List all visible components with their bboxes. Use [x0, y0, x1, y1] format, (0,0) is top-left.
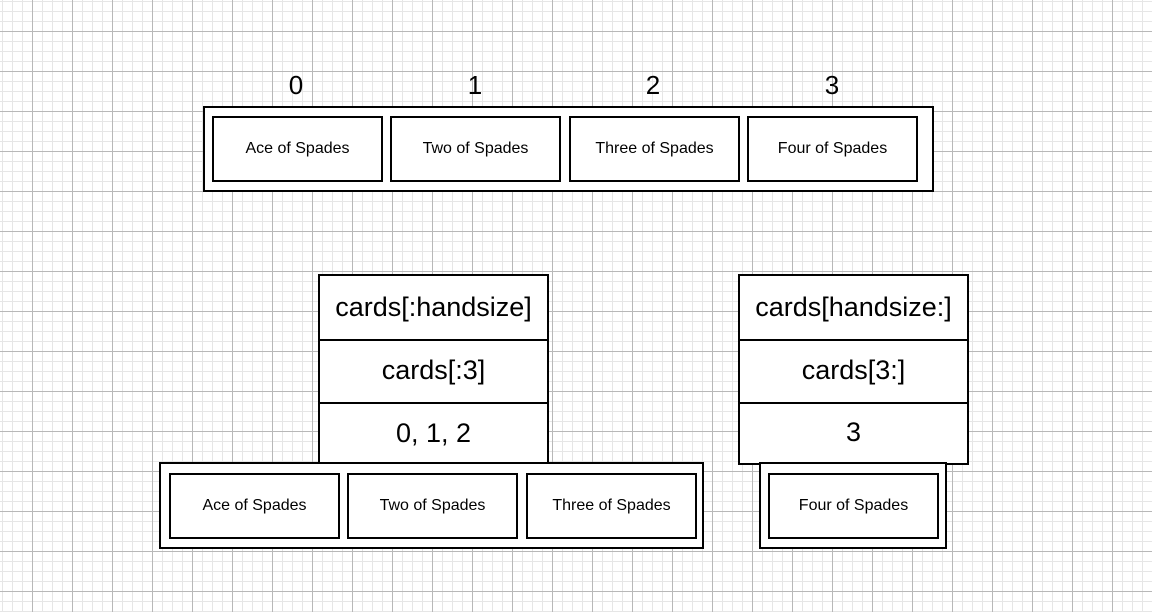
index-label-0: 0	[288, 70, 304, 100]
index-label-3: 3	[824, 70, 840, 100]
right-slice-expression: cards[handsize:]	[740, 276, 967, 341]
left-slice-stack: cards[:handsize] cards[:3] 0, 1, 2	[318, 274, 549, 466]
right-card-four-of-spades: Four of Spades	[768, 473, 939, 539]
index-label-2: 2	[645, 70, 661, 100]
right-slice-indices: 3	[845, 417, 862, 447]
card-three-of-spades: Three of Spades	[569, 116, 740, 182]
index-label-1: 1	[467, 70, 483, 100]
left-slice-expression: cards[:handsize]	[320, 276, 547, 341]
card-two-of-spades: Two of Spades	[390, 116, 561, 182]
right-slice-stack: cards[handsize:] cards[3:] 3	[738, 274, 969, 465]
left-slice-indices: 0, 1, 2	[395, 417, 472, 448]
left-card-three-of-spades: Three of Spades	[526, 473, 697, 539]
card-four-of-spades: Four of Spades	[747, 116, 918, 182]
left-slice-literal: cards[:3]	[320, 339, 547, 404]
left-card-two-of-spades: Two of Spades	[347, 473, 518, 539]
right-slice-literal: cards[3:]	[740, 339, 967, 404]
left-card-ace-of-spades: Ace of Spades	[169, 473, 340, 539]
card-ace-of-spades: Ace of Spades	[212, 116, 383, 182]
